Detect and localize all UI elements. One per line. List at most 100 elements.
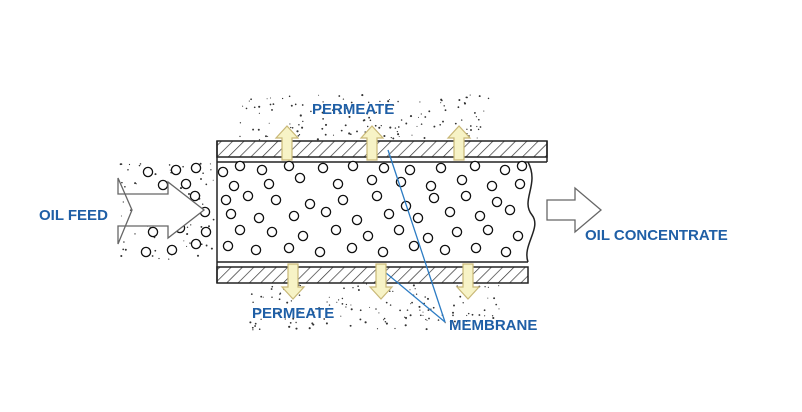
permeate-speck [444, 109, 447, 112]
oil-feed-arrow-icon [117, 177, 206, 245]
oil-droplet [444, 206, 456, 218]
permeate-speck [260, 318, 262, 320]
permeate-speck [271, 285, 274, 288]
permeate-speck [308, 327, 311, 330]
permeate-speck [258, 105, 261, 108]
permeate-speck [361, 94, 364, 97]
permeate-speck [324, 133, 327, 136]
permeate-speck [404, 316, 406, 318]
permeate-speck [416, 125, 418, 127]
oil-droplet [346, 242, 358, 254]
permeate-speck [479, 126, 482, 128]
permeate-speck [250, 98, 252, 101]
permeate-speck [120, 215, 122, 217]
permeate-speck [295, 327, 298, 330]
oil-droplet [250, 244, 262, 256]
oil-droplet [330, 224, 342, 236]
permeate-speck [186, 226, 189, 228]
oil-droplet [180, 178, 192, 190]
oil-droplet [422, 232, 434, 244]
permeate-speck [123, 241, 125, 243]
permeate-speck [345, 303, 348, 306]
permeate-speck [382, 319, 385, 321]
permeate-speck [338, 113, 340, 115]
permeate-speck [462, 302, 464, 304]
permeate-speck [390, 136, 392, 139]
permeate-speck [487, 297, 489, 299]
permeate-speck [257, 128, 260, 131]
permeate-speck [322, 101, 324, 103]
permeate-speck [310, 110, 312, 113]
permeate-speck [321, 111, 324, 114]
oil-droplet [225, 208, 237, 220]
permeate-speck [328, 296, 330, 298]
permeate-speck [254, 325, 257, 327]
permeate-speck [337, 299, 340, 301]
permeate-speck [487, 286, 490, 288]
permeate-speck [359, 104, 361, 106]
permeate-speck [451, 311, 455, 314]
permeate-speck [347, 112, 350, 114]
permeate-speck [379, 100, 381, 103]
permeate-speck [277, 311, 280, 314]
permeate-speck [477, 128, 480, 131]
permeate-speck [325, 311, 328, 314]
permeate-speck [466, 128, 468, 130]
permeate-speck [312, 323, 315, 326]
permeate-down-arrows [280, 263, 481, 300]
permeate-speck [332, 109, 335, 112]
permeate-speck [409, 314, 412, 317]
oil-droplet [270, 194, 282, 206]
permeate-speck [122, 248, 125, 251]
permeate-speck [437, 319, 440, 321]
permeate-speck [454, 122, 457, 125]
permeate-speck [297, 135, 300, 137]
permeate-speck [470, 129, 472, 131]
permeate-speck [364, 321, 367, 324]
oil-droplet [428, 192, 440, 204]
permeate-speck [397, 133, 400, 136]
oil-droplet [166, 244, 178, 256]
permeate-speck [440, 102, 442, 104]
permeate-speck [398, 135, 400, 138]
permeate-speck [279, 293, 281, 295]
oil-droplet [347, 160, 359, 172]
permeate-speck [270, 288, 273, 290]
permeate-speck [426, 319, 428, 321]
permeate-speck [120, 163, 123, 166]
oil-concentrate-arrow-icon [546, 186, 603, 234]
permeate-speck [284, 318, 286, 320]
permeate-speck [400, 119, 403, 121]
permeate-speck [386, 104, 389, 107]
permeate-speck [124, 186, 126, 188]
permeate-speck [426, 297, 430, 300]
permeate-speck [478, 95, 481, 98]
oil-droplet [499, 164, 511, 176]
oil-droplet [451, 226, 463, 238]
permeate-speck [414, 288, 416, 290]
permeate-speck [357, 289, 360, 291]
permeate-speck [342, 98, 345, 100]
permeate-speck [473, 111, 476, 114]
permeate-speck [433, 125, 436, 128]
permeate-speck [419, 314, 422, 317]
permeate-speck [252, 128, 255, 131]
permeate-speck [476, 137, 478, 139]
oil-droplet [378, 162, 390, 174]
permeate-speck [389, 304, 392, 306]
permeate-speck [298, 123, 300, 126]
permeate-speck [456, 285, 458, 287]
permeate-speck [290, 126, 292, 129]
oil-droplet [283, 242, 295, 254]
permeate-speck [212, 179, 214, 181]
permeate-speck [336, 301, 338, 303]
permeate-speck [323, 318, 326, 320]
permeate-speck [375, 308, 377, 310]
oil-droplet [142, 166, 154, 178]
permeate-speck [294, 103, 297, 106]
permeate-speck [295, 321, 297, 324]
permeate-speck [471, 313, 474, 316]
permeate-speck [465, 96, 468, 99]
permeate-speck [183, 240, 185, 242]
